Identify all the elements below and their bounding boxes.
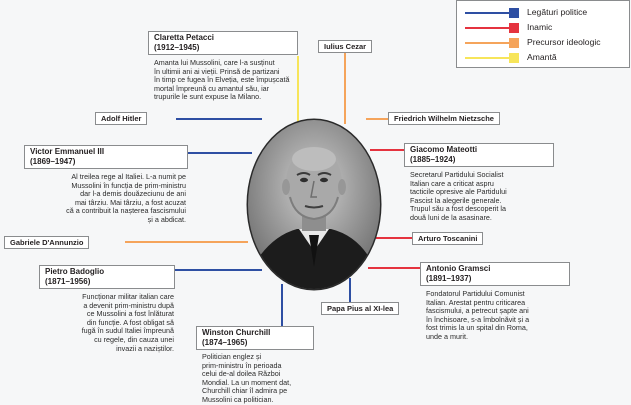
legend-line-mistress (465, 57, 509, 59)
mussolini-portrait (246, 118, 382, 291)
desc-line: Al treilea rege al Italiei. L-a numit pe (71, 172, 186, 181)
desc-line: Italian. Arestat pentru criticarea (426, 297, 526, 307)
desc-churchill: Politician englez și prim-ministru în pe… (202, 352, 332, 405)
desc-line: a devenit prim-ministru după (83, 300, 174, 310)
desc-petacci: Amanta lui Mussolini, care l-a susținut … (154, 58, 324, 102)
desc-line: mai târziu. Mai târziu, a fost acuzat (74, 197, 186, 207)
desc-line: Mussolini ca politician. (202, 394, 274, 404)
desc-line: Churchill chiar îl admira pe (202, 386, 288, 396)
node-name: Winston Churchill (202, 328, 271, 337)
node-hitler: Adolf Hitler (95, 112, 148, 125)
desc-line: Amanta lui Mussolini, care l-a susținut (154, 58, 275, 67)
desc-line: unde a murit. (426, 331, 468, 341)
legend-label: Precursor ideologic (527, 37, 601, 47)
node-dates: (1891–1937) (426, 274, 472, 283)
desc-line: prim-ministru în perioada (202, 360, 282, 370)
desc-line: celui de-al doilea Război (202, 369, 281, 379)
desc-line: că a contribuit la nașterea fascismului (66, 206, 186, 216)
desc-victor: Al treilea rege al Italiei. L-a numit pe… (34, 172, 186, 225)
desc-line: invazii a naziștilor. (116, 343, 174, 353)
desc-line: Fascist la alegerile generale. (410, 195, 502, 205)
desc-line: mortal împreună cu amantul său, iar (154, 83, 270, 93)
node-petacci: Claretta Petacci (1912–1945) (148, 31, 298, 55)
desc-line: două luni de la asasinare. (410, 212, 492, 222)
node-name: Pietro Badoglio (45, 267, 105, 276)
node-toscanini: Arturo Toscanini (412, 232, 484, 245)
desc-line: Funcționar militar italian care (82, 292, 174, 301)
desc-matteotti: Secretarul Partidului Socialist Italian … (410, 170, 560, 223)
node-name: Giacomo Mateotti (410, 145, 478, 154)
desc-line: în timp ce fugea în Elveția, este împușc… (154, 75, 290, 85)
node-badoglio: Pietro Badoglio (1871–1956) (39, 265, 175, 289)
desc-line: fascismului, a petrecut șapte ani (426, 306, 529, 316)
node-matteotti: Giacomo Mateotti (1885–1924) (404, 143, 554, 167)
node-victor: Victor Emmanuel III (1869–1947) (24, 145, 188, 169)
desc-line: Politician englez și (202, 352, 262, 361)
node-pius: Papa Pius al XI-lea (321, 302, 400, 315)
node-nietzsche: Friedrich Wilhelm Nietzsche (388, 112, 500, 125)
legend-label: Legături politice (527, 7, 588, 17)
node-dates: (1912–1945) (154, 43, 200, 52)
node-gramsci: Antonio Gramsci (1891–1937) (420, 262, 570, 286)
legend-label: Amantă (527, 52, 557, 62)
desc-line: Fondatorul Partidului Comunist (426, 289, 525, 298)
legend-swatch-ideological (509, 38, 519, 48)
node-dates: (1885–1924) (410, 155, 456, 164)
desc-line: Trupul său a fost descoperit la (410, 204, 507, 214)
desc-line: în închisoare, s-a îmbolnăvit și a (426, 314, 530, 324)
desc-line: dar l-a demis douăzeciunu de ani (80, 189, 186, 199)
desc-line: Mondial. La un moment dat, (202, 377, 292, 387)
desc-badoglio: Funcționar militar italian care a deveni… (44, 292, 174, 353)
desc-line: și a abdicat. (147, 214, 186, 224)
desc-line: cu regele, din cauza unei (94, 334, 174, 344)
node-name: Antonio Gramsci (426, 264, 491, 273)
legend-line-political (465, 12, 509, 14)
legend: Legături politice Inamic Precursor ideol… (456, 0, 630, 68)
legend-line-ideological (465, 42, 509, 44)
legend-label: Inamic (527, 22, 553, 32)
node-churchill: Winston Churchill (1874–1965) (196, 326, 314, 350)
desc-line: fugă în sudul Italiei împreună (81, 326, 174, 336)
desc-gramsci: Fondatorul Partidului Comunist Italian. … (426, 289, 576, 342)
node-cezar: Iulius Cezar (318, 40, 373, 53)
node-dates: (1871–1956) (45, 277, 91, 286)
legend-swatch-enemy (509, 23, 519, 33)
desc-line: ce Mussolini a fost înlăturat (86, 309, 174, 319)
desc-line: Secretarul Partidului Socialist (410, 170, 504, 179)
legend-swatch-mistress (509, 53, 519, 63)
node-dates: (1869–1947) (30, 157, 76, 166)
desc-line: din funcție. A fost obligat să (86, 317, 174, 327)
legend-line-enemy (465, 27, 509, 29)
desc-line: fost trimis la un spital din Roma, (426, 323, 528, 333)
node-dates: (1874–1965) (202, 338, 248, 347)
desc-line: Mussolini în funcția de prim-ministru (71, 180, 186, 190)
node-name: Victor Emmanuel III (30, 147, 105, 156)
desc-line: trupurile le sunt expuse la Milano. (154, 92, 262, 102)
legend-swatch-political (509, 8, 519, 18)
desc-line: Italian care a criticat aspru (410, 178, 494, 188)
desc-line: tacticile opresive ale Partidului (410, 187, 507, 197)
node-dannunzio: Gabriele D'Annunzio (4, 236, 90, 249)
node-name: Claretta Petacci (154, 33, 215, 42)
desc-line: în ultimii ani ai vieții. Prinsă de part… (154, 66, 280, 76)
